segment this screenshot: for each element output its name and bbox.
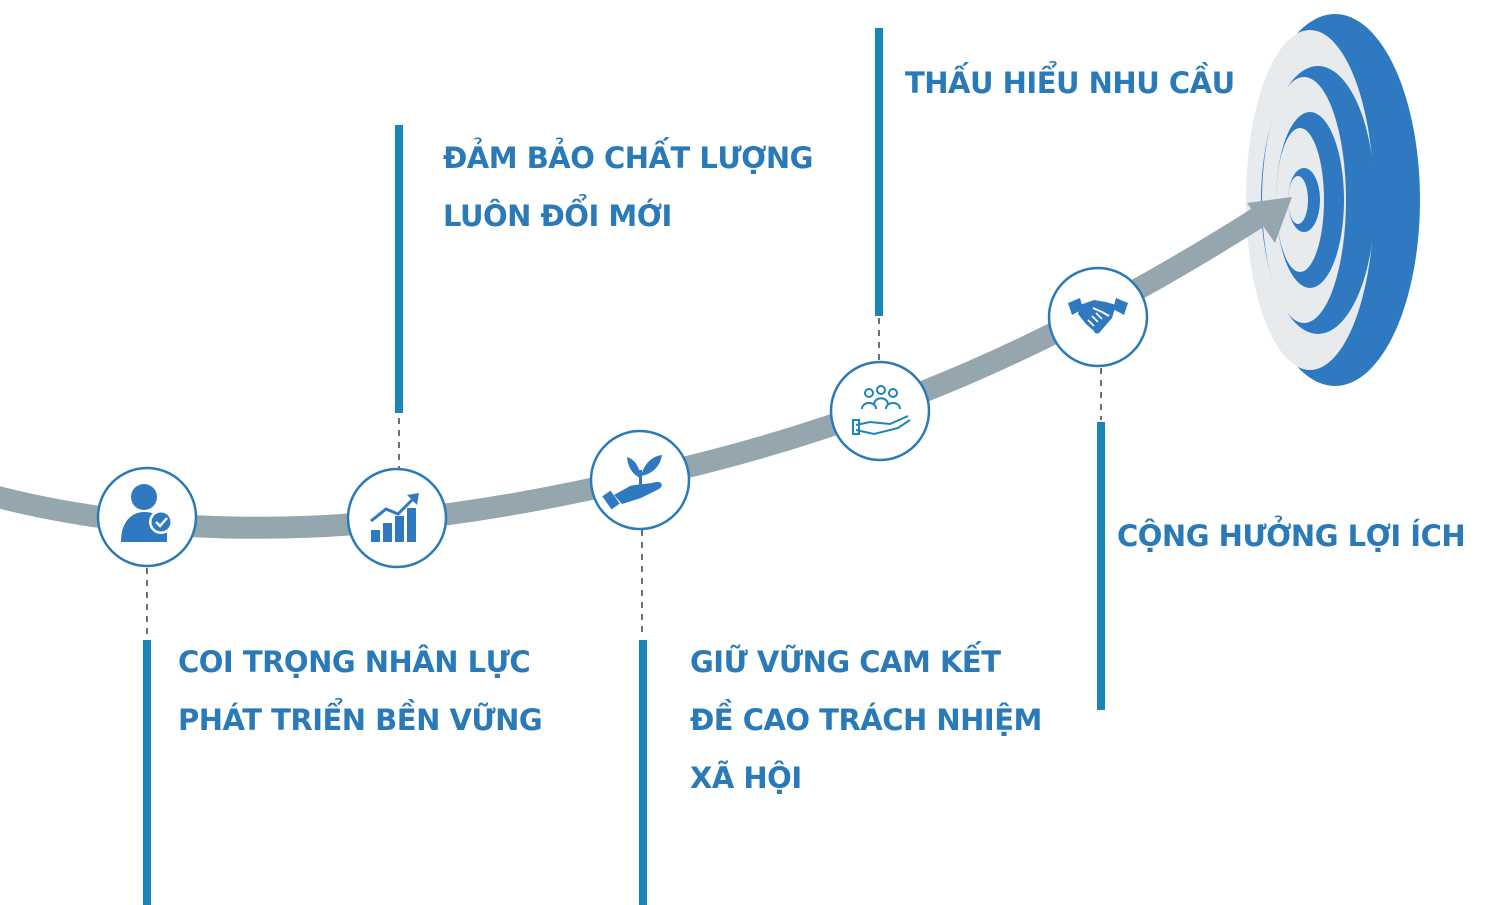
step-1-label: COI TRỌNG NHÂN LỰC PHÁT TRIỂN BỀN VỮNG	[178, 633, 543, 749]
step-4-label: THẤU HIỂU NHU CẦU	[905, 54, 1235, 112]
step-3-label: GIỮ VỮNG CAM KẾT ĐỀ CAO TRÁCH NHIỆM XÃ H…	[690, 633, 1042, 807]
step-5-label: CỘNG HƯỞNG LỢI ÍCH	[1117, 507, 1466, 565]
hand-people-icon	[852, 385, 911, 436]
step-1-line-2: PHÁT TRIỂN BỀN VỮNG	[178, 703, 543, 737]
step-2-label: ĐẢM BẢO CHẤT LƯỢNG LUÔN ĐỔI MỚI	[443, 129, 813, 245]
step-3-line-2: ĐỀ CAO TRÁCH NHIỆM	[690, 703, 1042, 737]
step-5-bar	[1097, 422, 1105, 710]
step-2-line-2: LUÔN ĐỔI MỚI	[443, 199, 672, 233]
step-4-bar	[875, 28, 883, 316]
step-4-line-1: THẤU HIỂU NHU CẦU	[905, 66, 1235, 100]
step-1-line-1: COI TRỌNG NHÂN LỰC	[178, 645, 531, 679]
growth-chart-icon	[370, 493, 419, 542]
step-3-bar	[639, 640, 647, 905]
step-2-line-1: ĐẢM BẢO CHẤT LƯỢNG	[443, 141, 813, 175]
step-5-line-1: CỘNG HƯỞNG LỢI ÍCH	[1117, 519, 1466, 553]
step-3-line-1: GIỮ VỮNG CAM KẾT	[690, 645, 1001, 679]
dashed-connectors	[146, 318, 1102, 638]
step-2-bar	[395, 125, 403, 413]
hand-plant-icon	[602, 455, 662, 510]
step-4-node	[829, 360, 931, 462]
handshake-icon	[1068, 298, 1128, 334]
step-1-bar	[143, 640, 151, 905]
step-3-line-3: XÃ HỘI	[690, 761, 802, 795]
person-check-icon	[121, 484, 173, 542]
target-icon	[1246, 14, 1420, 386]
